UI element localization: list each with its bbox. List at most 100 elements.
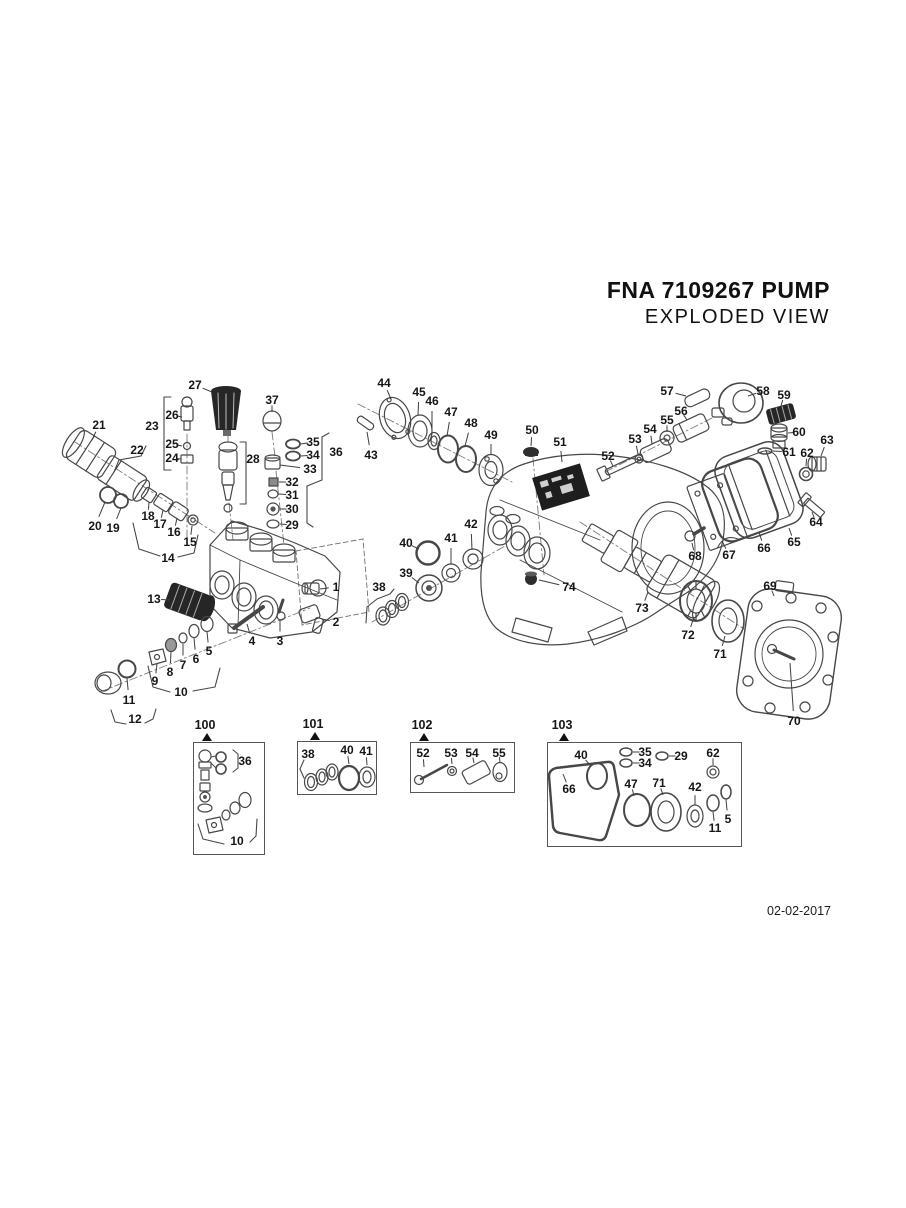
o-ring-62-inner — [802, 470, 810, 478]
bolt-4 — [227, 605, 265, 634]
leader-line-5 — [206, 631, 209, 643]
leader-line-53 — [635, 445, 639, 455]
part-callout-1: 1 — [332, 580, 340, 594]
pump-manifold-block — [209, 520, 341, 639]
leader-line-6 — [193, 637, 196, 650]
inset-100-parts — [197, 749, 258, 845]
leader-line-62 — [805, 458, 808, 467]
part-callout-10: 10 — [230, 834, 244, 848]
leader-line-66 — [562, 773, 567, 783]
part-callout-66: 66 — [562, 782, 576, 796]
part-callout-25: 25 — [165, 437, 179, 451]
bolt-68 — [684, 526, 706, 542]
part-callout-8: 8 — [166, 665, 174, 679]
inset-number-102: 102 — [411, 718, 433, 732]
part-callout-74: 74 — [562, 580, 576, 594]
part-callout-39: 39 — [399, 566, 413, 580]
part-callout-17: 17 — [153, 517, 167, 531]
leader-line-57 — [675, 392, 687, 397]
inlet-filter-cap-13 — [164, 582, 216, 622]
part-callout-21: 21 — [92, 418, 106, 432]
part-callout-71: 71 — [652, 776, 666, 790]
leader-line-45 — [417, 401, 420, 416]
leader-line-16 — [174, 517, 178, 526]
part-callout-16: 16 — [167, 525, 181, 539]
part-callout-68: 68 — [688, 549, 702, 563]
leader-line-47 — [631, 789, 635, 797]
bolt-64 — [797, 492, 826, 518]
leader-line-52 — [422, 759, 425, 768]
oil-cap-50 — [523, 447, 539, 457]
part-callout-58: 58 — [756, 384, 770, 398]
part-callout-2: 2 — [332, 615, 340, 629]
part-callout-41: 41 — [359, 744, 373, 758]
part-callout-6: 6 — [192, 652, 200, 666]
leader-line-40 — [347, 756, 350, 765]
o-ring-62 — [798, 466, 814, 482]
part-callout-72: 72 — [681, 628, 695, 642]
part-callout-3: 3 — [276, 634, 284, 648]
leader-line-24 — [175, 457, 182, 460]
part-callout-20: 20 — [88, 519, 102, 533]
leader-line-53 — [450, 757, 453, 765]
part-callout-33: 33 — [303, 462, 317, 476]
part-callout-4: 4 — [248, 634, 256, 648]
bearing-flange-69-70 — [735, 580, 843, 720]
inset-box-103 — [547, 742, 742, 847]
chemical-injector-2 — [298, 604, 324, 634]
o-ring-19 — [113, 493, 129, 509]
inlet-small-parts-18-17-16-15 — [140, 486, 199, 526]
dashed-reference-outline — [295, 538, 370, 626]
leader-line-48 — [464, 432, 469, 447]
leader-line-71 — [660, 788, 664, 796]
part-callout-31: 31 — [285, 488, 299, 502]
leader-line-20 — [98, 501, 106, 517]
part-callout-34: 34 — [638, 756, 652, 770]
part-callout-59: 59 — [777, 388, 791, 402]
inset-box-100 — [193, 742, 265, 855]
ribbed-cap-59 — [766, 403, 796, 425]
leader-line-50 — [530, 437, 533, 447]
leader-line-39 — [411, 577, 420, 584]
inset-box-101 — [297, 741, 377, 795]
part-callout-53: 53 — [444, 746, 458, 760]
leader-line-1 — [319, 587, 329, 590]
inlet-coupler-21 — [61, 427, 117, 478]
leader-lines — [91, 387, 825, 821]
part-callout-54: 54 — [465, 746, 479, 760]
leader-line-2 — [321, 618, 330, 622]
part-callout-55: 55 — [492, 746, 506, 760]
part-callout-24: 24 — [165, 451, 179, 465]
part-callout-5: 5 — [724, 812, 732, 826]
part-callout-32: 32 — [285, 475, 299, 489]
inset-pointer-103 — [559, 733, 569, 741]
leader-line-61 — [772, 450, 782, 453]
leader-line-47 — [446, 421, 450, 437]
part-callout-29: 29 — [674, 749, 688, 763]
part-callout-42: 42 — [464, 517, 478, 531]
leader-line-71 — [721, 635, 726, 647]
leader-line-34 — [300, 454, 308, 457]
part-callout-13: 13 — [147, 592, 161, 606]
part-callout-40: 40 — [340, 743, 354, 757]
unloader-valve-28 — [218, 441, 238, 513]
part-callout-54: 54 — [643, 422, 657, 436]
part-callout-63: 63 — [820, 433, 834, 447]
thermal-valve-26-25-24 — [180, 396, 194, 464]
doc-title: FNA 7109267 PUMP — [606, 277, 830, 303]
leader-line-35 — [300, 442, 308, 445]
part-callout-9: 9 — [151, 674, 159, 688]
inset-number-100: 100 — [194, 718, 216, 732]
part-callout-66: 66 — [757, 541, 771, 555]
part-callout-38: 38 — [372, 580, 386, 594]
leader-line-40 — [585, 759, 592, 767]
part-callout-64: 64 — [809, 515, 823, 529]
leader-line-58 — [747, 392, 757, 397]
part-callout-47: 47 — [624, 777, 638, 791]
part-callout-35: 35 — [638, 745, 652, 759]
part-callout-10: 10 — [174, 685, 188, 699]
leader-line-69 — [771, 590, 775, 597]
leader-line-55 — [498, 756, 501, 763]
part-callout-12: 12 — [128, 712, 142, 726]
